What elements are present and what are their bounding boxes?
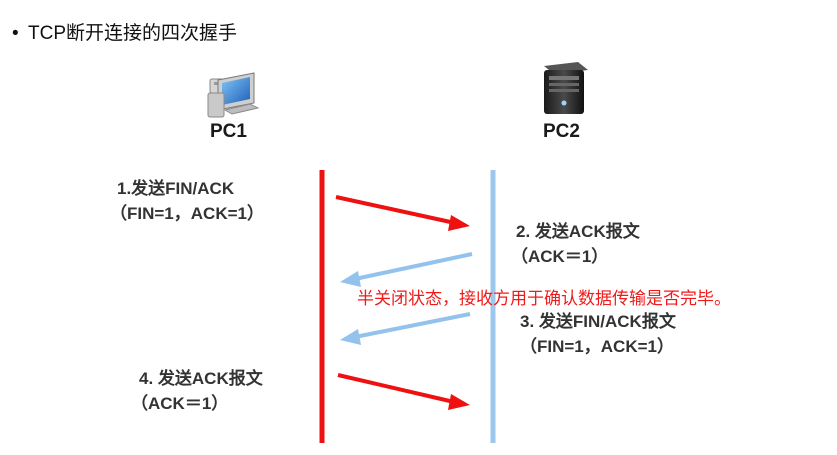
arrow-ack-2 — [340, 252, 473, 287]
step-1-flags: （FIN=1，ACK=1） — [110, 204, 264, 223]
half-close-note: 半关闭状态，接收方用于确认数据传输是否完毕。 — [357, 289, 731, 308]
step-4-title: 4. 发送ACK报文 — [139, 369, 263, 388]
step-3-flags: （FIN=1，ACK=1） — [520, 337, 674, 356]
arrow-fin-ack-3 — [340, 312, 471, 345]
step-2-label: 2. 发送ACK报文 （ACK＝1） — [511, 219, 640, 269]
step-2-flags: （ACK＝1） — [511, 247, 609, 266]
title-text: TCP断开连接的四次握手 — [28, 23, 238, 44]
step-2-title: 2. 发送ACK报文 — [516, 222, 640, 241]
bullet-marker: • — [12, 23, 19, 44]
server-tower-icon — [544, 62, 588, 114]
arrow-fin-ack-1 — [335, 195, 470, 231]
pc1-label: PC1 — [210, 121, 247, 142]
pc2-label: PC2 — [543, 121, 580, 142]
desktop-pc-icon — [207, 72, 260, 118]
step-3-label: 3. 发送FIN/ACK报文 （FIN=1，ACK=1） — [520, 309, 676, 359]
step-4-flags: （ACK＝1） — [131, 394, 229, 413]
step-3-title: 3. 发送FIN/ACK报文 — [520, 312, 676, 331]
slide-title: • TCP断开连接的四次握手 — [12, 18, 237, 45]
step-1-label: 1.发送FIN/ACK （FIN=1，ACK=1） — [110, 176, 264, 226]
step-1-title: 1.发送FIN/ACK — [117, 179, 235, 198]
arrow-ack-4 — [337, 373, 470, 410]
step-4-label: 4. 发送ACK报文 （ACK＝1） — [131, 366, 263, 416]
